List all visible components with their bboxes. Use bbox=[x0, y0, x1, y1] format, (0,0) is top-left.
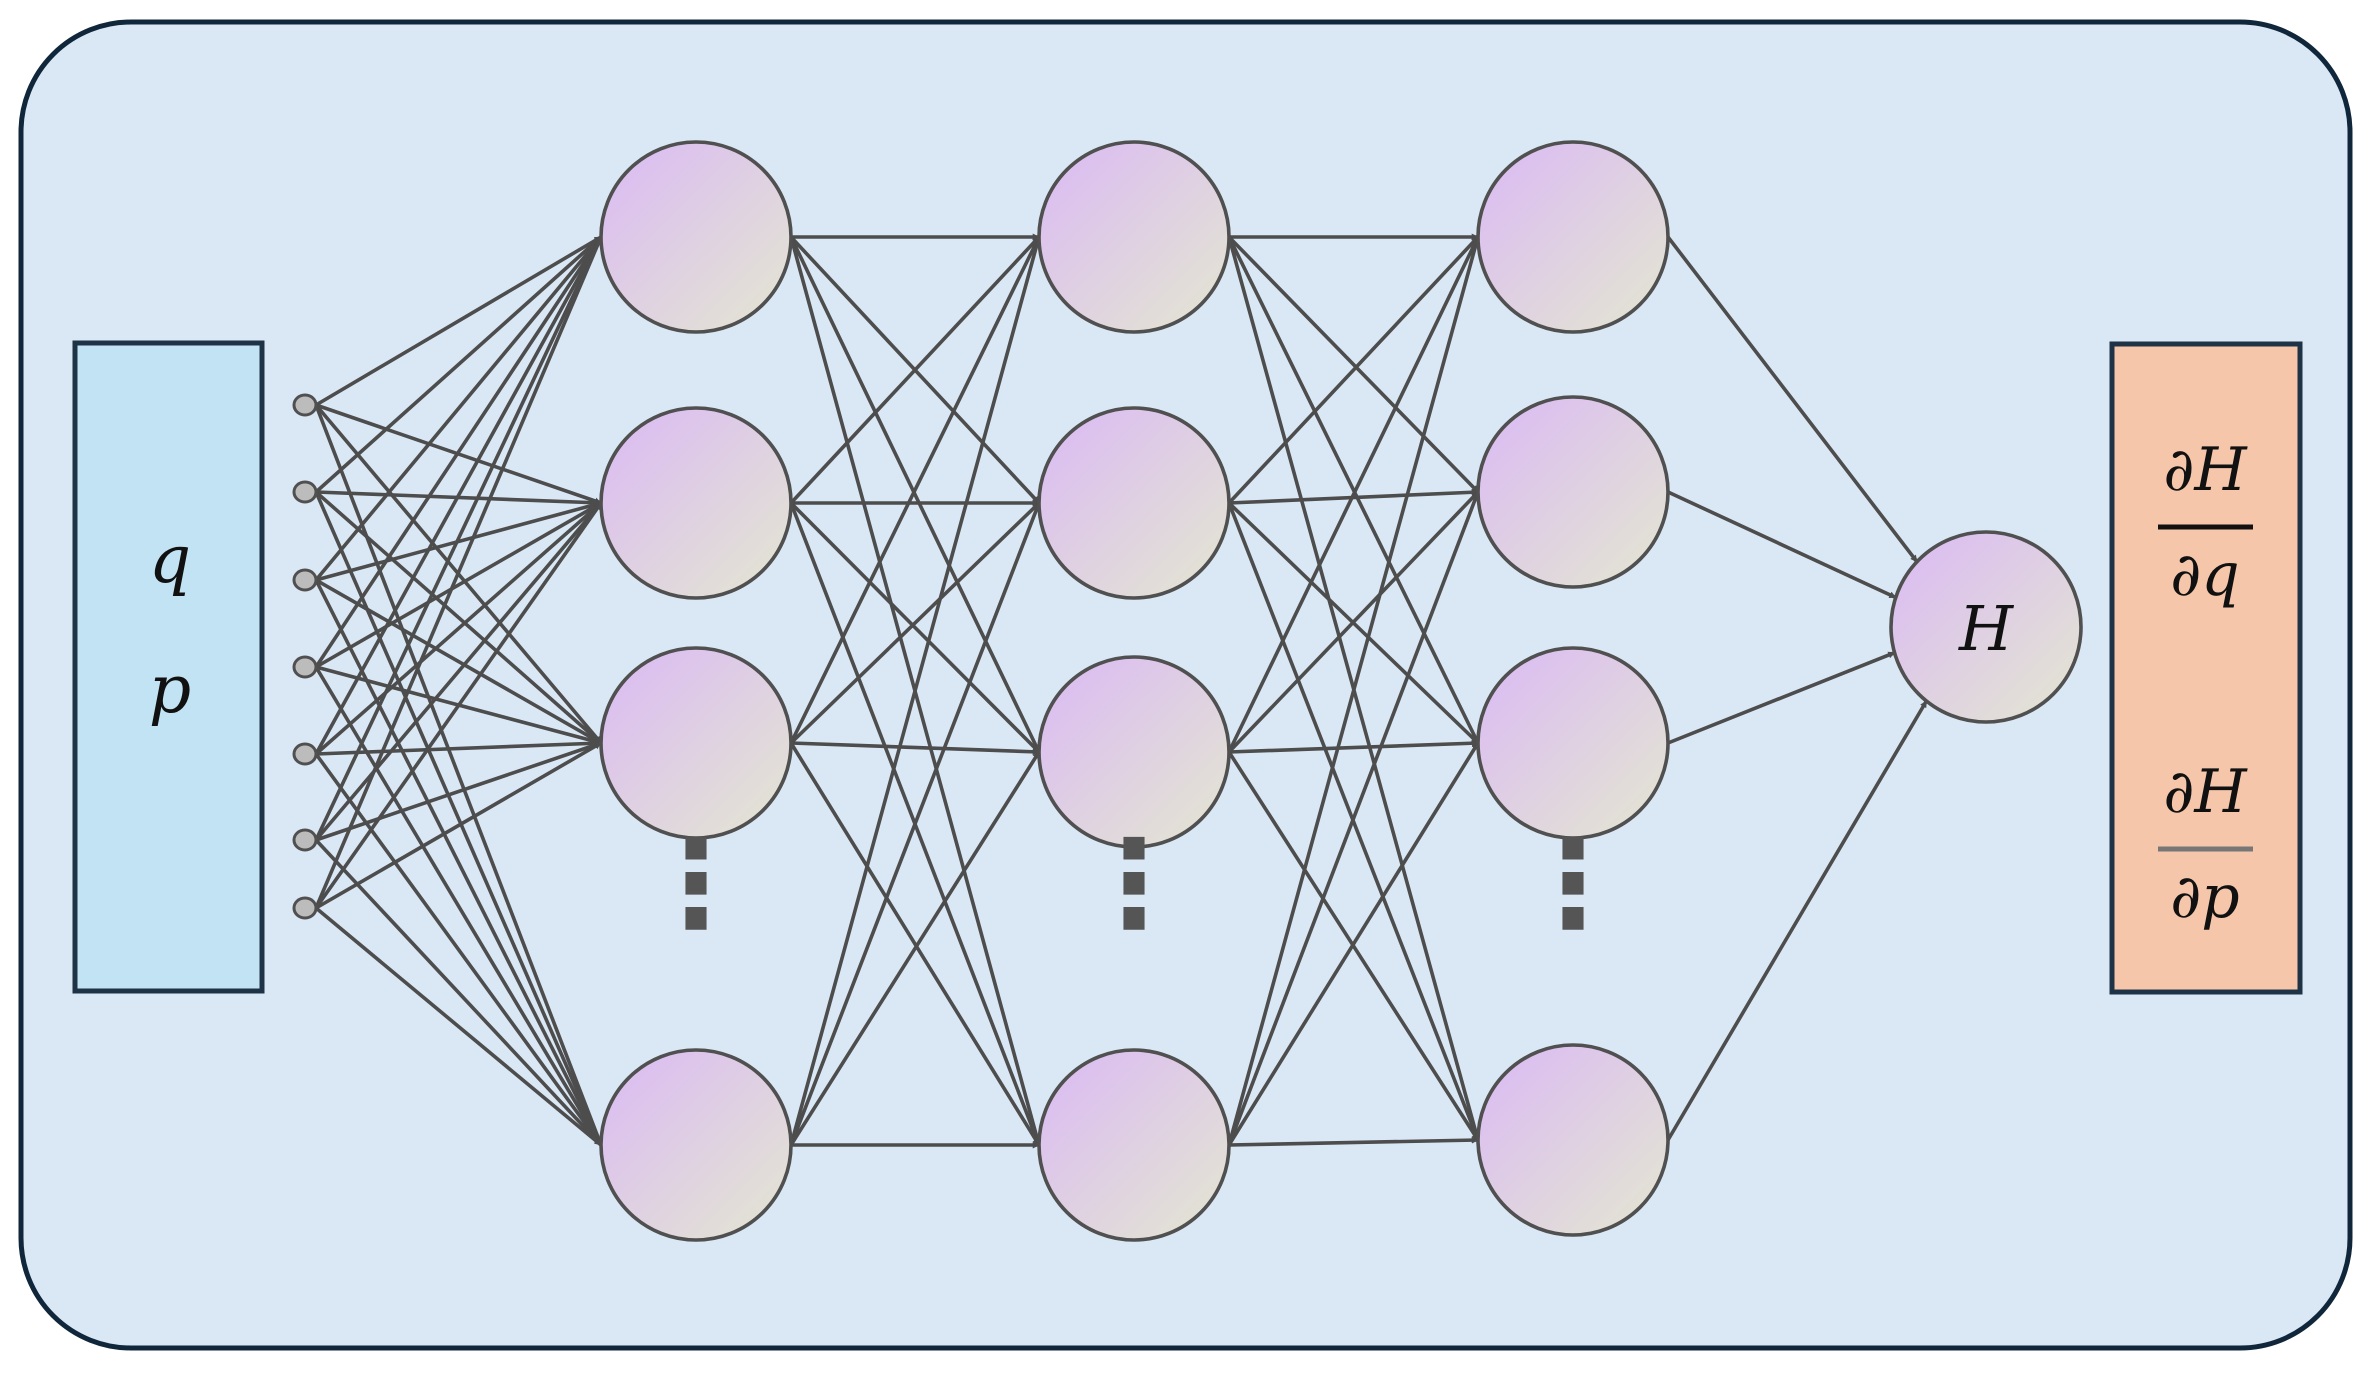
edge-input-3-to-h1-3 bbox=[314, 666, 603, 1146]
edge-input-3-to-h1-0 bbox=[314, 236, 603, 668]
input-dot-2 bbox=[292, 480, 318, 504]
edge-h3-0-to-output bbox=[1666, 235, 1919, 563]
hidden-2-neuron-3 bbox=[1037, 655, 1231, 849]
edge-input-6-to-h1-1 bbox=[314, 501, 603, 910]
edge-input-2-to-h1-0 bbox=[314, 235, 603, 582]
hidden-1-neuron-2 bbox=[599, 406, 793, 600]
input-dot-3 bbox=[292, 568, 318, 592]
input-box-frame bbox=[72, 340, 265, 994]
edge-input-4-to-h1-0 bbox=[314, 236, 603, 755]
input-dot-4 bbox=[292, 655, 318, 679]
output-neuron bbox=[1889, 530, 2083, 724]
hidden-3-neuron-1 bbox=[1476, 140, 1670, 334]
output-node-label: H bbox=[1958, 592, 2015, 665]
fraction-2-denominator: ∂p bbox=[2170, 862, 2239, 932]
edge-h2-3-to-h3-1 bbox=[1227, 491, 1480, 1146]
hidden-2-neuron-2 bbox=[1037, 406, 1231, 600]
fraction-2-numerator: ∂H bbox=[2163, 757, 2248, 827]
hidden-1-ellipsis: ⋮ bbox=[636, 815, 756, 954]
edge-input-3-to-h1-1 bbox=[315, 501, 602, 669]
edge-h1-2-to-h2-1 bbox=[789, 501, 1041, 745]
hidden-1-neuron-4 bbox=[599, 1048, 793, 1242]
edge-h1-3-to-h2-2 bbox=[789, 751, 1041, 1146]
hidden-2-neuron-4 bbox=[1037, 1048, 1231, 1242]
edge-h2-0-to-h3-2 bbox=[1227, 236, 1480, 744]
edge-input-0-to-h1-3 bbox=[314, 404, 603, 1146]
layer-ellipses: ⋮ ⋮ ⋮ bbox=[636, 815, 1633, 954]
input-dot-6 bbox=[292, 828, 318, 852]
network-nodes bbox=[292, 140, 2083, 1242]
input-label-q: q bbox=[149, 521, 191, 598]
edge-input-1-to-h1-0 bbox=[314, 235, 603, 494]
input-label-p: p bbox=[149, 651, 191, 728]
edge-h1-2-to-h2-3 bbox=[789, 742, 1041, 1146]
edge-h2-0-to-h3-1 bbox=[1227, 235, 1480, 494]
edge-h1-2-to-h2-2 bbox=[790, 741, 1040, 756]
input-box: q p bbox=[72, 340, 265, 994]
edge-h2-3-to-h3-3 bbox=[1228, 1136, 1479, 1147]
edge-input-6-to-h1-3 bbox=[314, 906, 603, 1147]
edge-input-2-to-h1-2 bbox=[315, 578, 602, 745]
fraction-1-denominator: ∂q bbox=[2170, 540, 2239, 610]
edge-input-0-to-h1-0 bbox=[315, 235, 602, 407]
node-labels: H bbox=[1958, 592, 2015, 665]
edge-h3-2-to-output bbox=[1667, 651, 1896, 745]
edge-h1-1-to-h2-2 bbox=[789, 501, 1041, 754]
hidden-3-neuron-2 bbox=[1476, 395, 1670, 589]
edge-h3-1-to-output bbox=[1667, 490, 1897, 600]
hidden-3-neuron-4 bbox=[1476, 1043, 1670, 1237]
edge-input-6-to-h1-0 bbox=[314, 236, 603, 909]
input-dot-7 bbox=[292, 896, 318, 920]
output-box: ∂H ∂q ∂H ∂p bbox=[2109, 341, 2303, 995]
edge-input-4-to-h1-2 bbox=[315, 739, 602, 756]
input-dot-5 bbox=[292, 742, 318, 766]
edge-h3-3-to-output bbox=[1666, 700, 1928, 1141]
output-box-frame bbox=[2109, 341, 2303, 995]
edge-input-5-to-h1-3 bbox=[314, 838, 603, 1147]
edge-h1-3-to-h2-0 bbox=[789, 236, 1041, 1146]
edge-h1-1-to-h2-0 bbox=[789, 235, 1041, 505]
edge-h1-0-to-h2-2 bbox=[789, 236, 1041, 753]
edge-input-2-to-h1-3 bbox=[314, 579, 603, 1146]
fraction-1-numerator: ∂H bbox=[2163, 435, 2248, 505]
edge-h2-2-to-h3-2 bbox=[1228, 739, 1479, 754]
edge-h2-2-to-h3-1 bbox=[1227, 490, 1480, 754]
edge-input-5-to-h1-1 bbox=[314, 501, 603, 842]
edge-input-6-to-h1-2 bbox=[315, 741, 602, 910]
edge-input-4-to-h1-1 bbox=[314, 501, 603, 756]
hidden-2-neuron-1 bbox=[1037, 140, 1231, 334]
edge-h2-3-to-h3-2 bbox=[1227, 742, 1480, 1146]
input-dot-1 bbox=[292, 393, 318, 417]
edge-h2-3-to-h3-0 bbox=[1227, 236, 1480, 1146]
hidden-3-ellipsis: ⋮ bbox=[1513, 815, 1633, 954]
edge-input-5-to-h1-2 bbox=[315, 741, 602, 842]
edge-h2-2-to-h3-0 bbox=[1227, 236, 1480, 753]
edge-input-1-to-h1-3 bbox=[314, 491, 603, 1146]
hidden-1-neuron-1 bbox=[599, 140, 793, 334]
hidden-3-neuron-3 bbox=[1476, 646, 1670, 840]
edge-h2-1-to-h3-0 bbox=[1227, 235, 1480, 505]
edge-input-5-to-h1-0 bbox=[314, 236, 603, 841]
edge-h1-3-to-h2-1 bbox=[789, 502, 1041, 1146]
edge-input-4-to-h1-3 bbox=[314, 752, 603, 1147]
hidden-2-ellipsis: ⋮ bbox=[1074, 815, 1194, 954]
network-edges bbox=[314, 233, 1928, 1149]
edge-input-1-to-h1-2 bbox=[314, 490, 603, 745]
hidden-1-neuron-3 bbox=[599, 646, 793, 840]
edge-h1-2-to-h2-0 bbox=[789, 236, 1041, 744]
